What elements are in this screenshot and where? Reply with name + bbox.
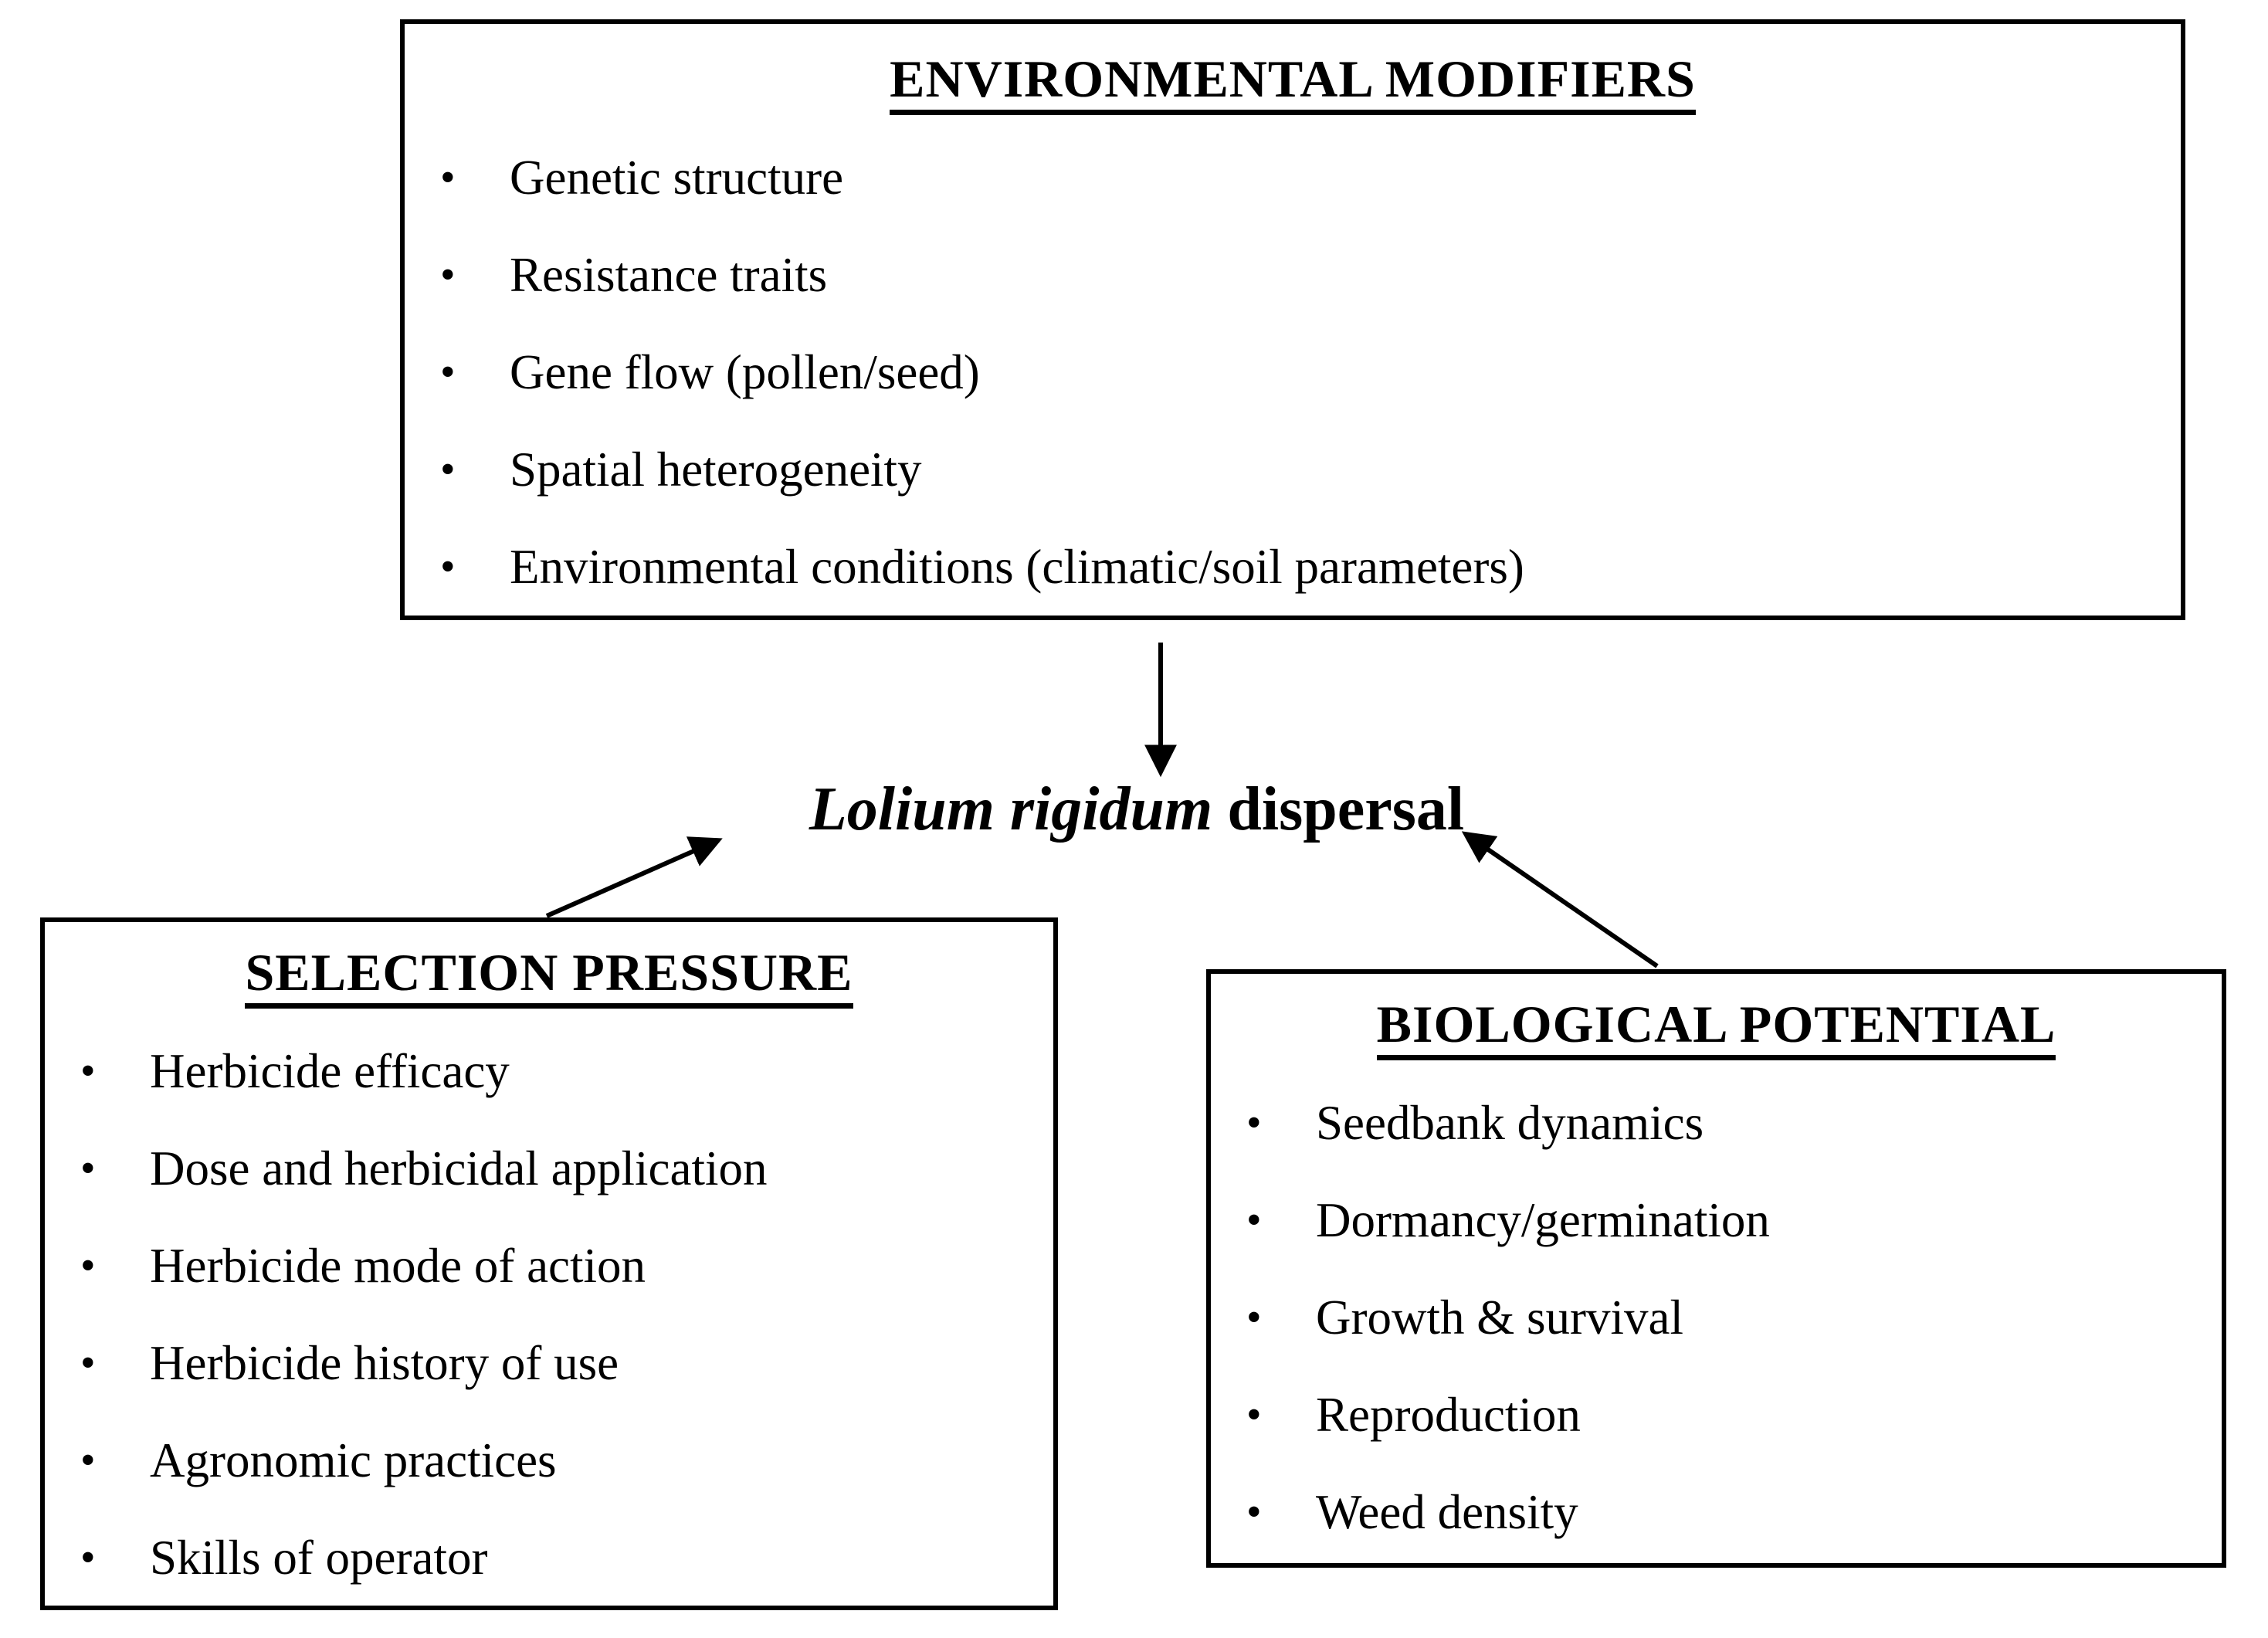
list-item: Weed density bbox=[1211, 1463, 2222, 1561]
box-title-text: SELECTION PRESSURE bbox=[245, 944, 853, 1009]
list-item: Dormancy/germination bbox=[1211, 1172, 2222, 1269]
arrow-biological-to-dispersal bbox=[1461, 831, 1659, 968]
arrow-selection-to-dispersal bbox=[545, 836, 723, 918]
list-item: Genetic structure bbox=[405, 129, 2181, 226]
dispersal-word: dispersal bbox=[1227, 775, 1465, 843]
box-selection-pressure: SELECTION PRESSURE Herbicide efficacy Do… bbox=[40, 917, 1058, 1610]
box-title-selection: SELECTION PRESSURE bbox=[45, 922, 1053, 1022]
list-item: Spatial heterogeneity bbox=[405, 421, 2181, 518]
list-item: Dose and herbicidal application bbox=[45, 1120, 1053, 1217]
list-item: Skills of operator bbox=[45, 1509, 1053, 1606]
selection-items-list: Herbicide efficacy Dose and herbicidal a… bbox=[45, 1022, 1053, 1606]
species-name: Lolium rigidum bbox=[809, 775, 1213, 843]
list-item: Gene flow (pollen/seed) bbox=[405, 324, 2181, 421]
box-title-environmental: ENVIRONMENTAL MODIFIERS bbox=[405, 29, 2181, 129]
list-item: Seedbank dynamics bbox=[1211, 1074, 2222, 1172]
biological-items-list: Seedbank dynamics Dormancy/germination G… bbox=[1211, 1074, 2222, 1561]
box-biological-potential: BIOLOGICAL POTENTIAL Seedbank dynamics D… bbox=[1206, 969, 2226, 1568]
box-title-text: ENVIRONMENTAL MODIFIERS bbox=[890, 51, 1696, 116]
environmental-items-list: Genetic structure Resistance traits Gene… bbox=[405, 129, 2181, 616]
box-title-biological: BIOLOGICAL POTENTIAL bbox=[1211, 974, 2222, 1074]
list-item: Herbicide mode of action bbox=[45, 1217, 1053, 1314]
list-item: Reproduction bbox=[1211, 1366, 2222, 1463]
list-item: Growth & survival bbox=[1211, 1269, 2222, 1366]
box-title-text: BIOLOGICAL POTENTIAL bbox=[1376, 996, 2056, 1061]
box-environmental-modifiers: ENVIRONMENTAL MODIFIERS Genetic structur… bbox=[400, 19, 2185, 620]
list-item: Herbicide history of use bbox=[45, 1314, 1053, 1412]
list-item: Environmental conditions (climatic/soil … bbox=[405, 518, 2181, 616]
list-item: Agronomic practices bbox=[45, 1412, 1053, 1509]
list-item: Herbicide efficacy bbox=[45, 1022, 1053, 1120]
list-item: Resistance traits bbox=[405, 226, 2181, 324]
